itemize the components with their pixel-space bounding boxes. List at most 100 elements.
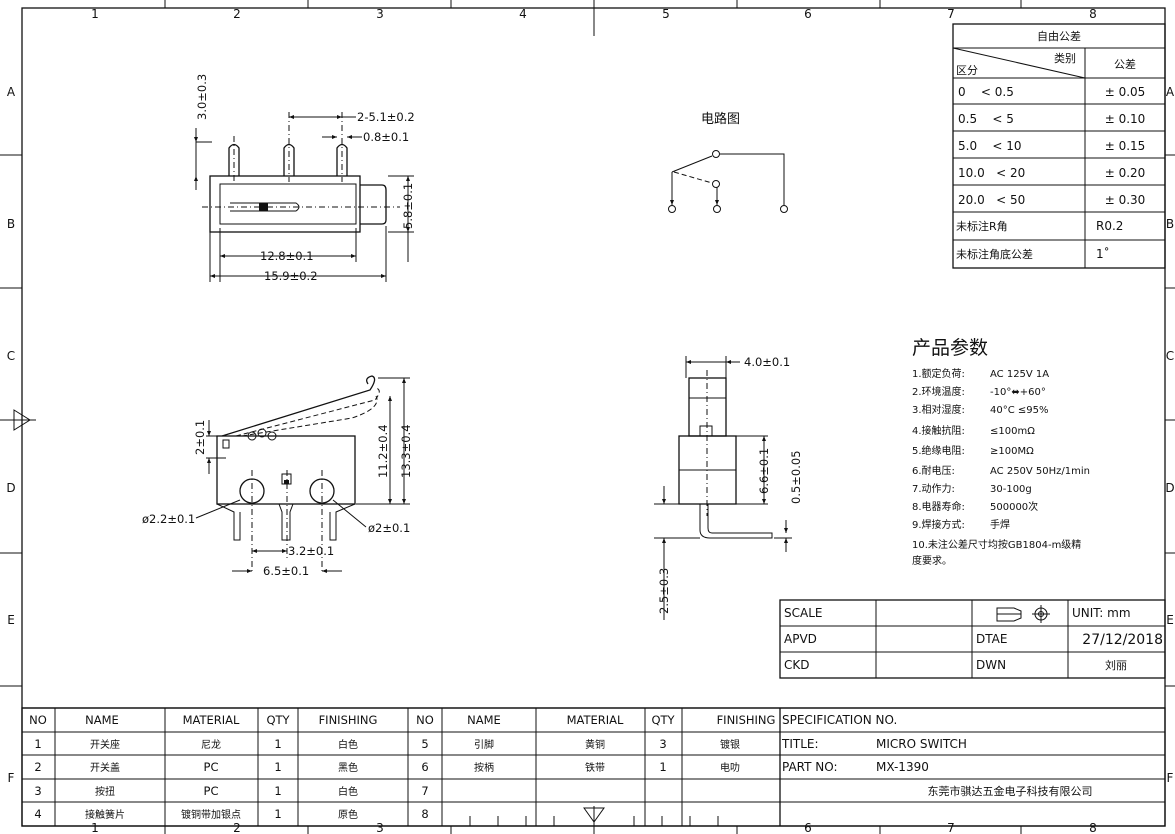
tolerance-range: 0.5 < 5 (958, 112, 1014, 126)
dim-label: 2.5±0.3 (657, 568, 671, 614)
param-value: AC 125V 1A (990, 369, 1049, 380)
bom-cell: 电叻 (720, 761, 740, 774)
tolerance-value: ± 0.30 (1105, 193, 1146, 207)
param-note: 度要求。 (912, 554, 952, 567)
tolerance-value: ± 0.20 (1105, 166, 1146, 180)
dim-label: 11.2±0.4 (376, 424, 390, 478)
col-label: 2 (233, 821, 241, 834)
col-label: 7 (947, 7, 955, 21)
tolerance-range: 20.0 < 50 (958, 193, 1025, 207)
param-label: 3.相对湿度: (912, 403, 965, 416)
dim-label: 4.0±0.1 (744, 355, 790, 369)
param-label: 6.耐电压: (912, 464, 955, 477)
param-value: AC 250V 50Hz/1min (990, 466, 1090, 477)
bom-text: NO NAME MATERIAL QTY FINISHING NO NAME M… (29, 713, 775, 821)
bom-header: MATERIAL (567, 713, 624, 727)
row-label: B (7, 217, 15, 231)
row-label: A (1166, 85, 1175, 99)
bom-cell: 镀铜带加银点 (181, 808, 241, 821)
bom-cell: PC (204, 760, 219, 774)
dtae-label: DTAE (976, 632, 1007, 646)
bom-cell: 3 (659, 737, 666, 751)
param-label: 7.动作力: (912, 482, 955, 495)
bom-cell: 5 (421, 737, 428, 751)
bom-header: QTY (266, 713, 290, 727)
col-label: 8 (1089, 7, 1097, 21)
title-label: TITLE: (781, 737, 819, 751)
col-label: 5 (662, 7, 670, 21)
param-value: ≥100MΩ (990, 446, 1034, 457)
side-view-drawing (195, 375, 410, 574)
date-value: 27/12/2018 (1082, 632, 1163, 648)
company-name: 东莞市骐达五金电子科技有限公司 (928, 784, 1093, 798)
params-title: 产品参数 (912, 337, 988, 359)
bom-header: NAME (467, 713, 501, 727)
param-value: 30-100g (990, 484, 1032, 495)
row-label: E (1166, 613, 1174, 627)
end-view-drawing (654, 356, 792, 620)
param-note: 10.未注公差尺寸均按GB1804-m级精 (912, 538, 1081, 551)
bom-header: QTY (651, 713, 675, 727)
unit-label: UNIT: mm (1072, 606, 1131, 620)
bom-cell: 1 (274, 737, 281, 751)
tolerance-value: ± 0.10 (1105, 112, 1146, 126)
ckd-label: CKD (784, 658, 810, 672)
bom-cell: 尼龙 (201, 738, 221, 751)
row-label: A (7, 85, 16, 99)
apvd-label: APVD (784, 632, 817, 646)
dim-label: 13.3±0.4 (399, 424, 413, 478)
angle-value: 1˚ (1096, 246, 1110, 261)
title-block (779, 599, 1166, 679)
radius-value: R0.2 (1096, 219, 1123, 233)
param-label: 1.额定负荷: (912, 367, 965, 380)
dim-label: ø2.2±0.1 (142, 512, 195, 526)
bom-cell: 按扭 (95, 785, 115, 798)
param-label: 9.焊接方式: (912, 518, 965, 531)
bom-header: NAME (85, 713, 119, 727)
bom-header: FINISHING (717, 713, 776, 727)
title-value: MICRO SWITCH (876, 737, 967, 751)
col-label: 6 (804, 7, 812, 21)
col-label: 7 (947, 821, 955, 834)
tolerance-header-tol: 公差 (1114, 57, 1136, 71)
bom-cell: 黑色 (338, 761, 358, 774)
param-label: 2.环境温度: (912, 385, 965, 398)
bom-cell: 白色 (338, 785, 358, 798)
col-label: 8 (1089, 821, 1097, 834)
dim-label: 5.8±0.1 (401, 183, 415, 229)
bom-grid (21, 707, 1166, 827)
circuit-diagram (668, 150, 788, 213)
dim-label: 6.5±0.1 (263, 564, 309, 578)
bom-header: NO (29, 713, 47, 727)
col-label: 6 (804, 821, 812, 834)
row-label: E (7, 613, 15, 627)
col-label: 3 (376, 821, 384, 834)
tolerance-range: 5.0 < 10 (958, 139, 1021, 153)
bom-cell: 1 (34, 737, 41, 751)
row-label: F (1167, 771, 1174, 785)
bom-cell: 铁带 (585, 761, 605, 774)
col-label: 1 (91, 821, 99, 834)
dim-label: 15.9±0.2 (264, 269, 318, 283)
projection-symbol-icon (996, 607, 1022, 622)
tolerance-value: ± 0.05 (1105, 85, 1146, 99)
dim-label: ø2±0.1 (368, 521, 410, 535)
product-params: 产品参数 1.额定负荷: AC 125V 1A 2.环境温度: -10°⬌+60… (912, 337, 1090, 567)
bom-header: MATERIAL (183, 713, 240, 727)
col-label: 3 (376, 7, 384, 21)
dim-label: 2-5.1±0.2 (357, 110, 415, 124)
bom-cell: PC (204, 784, 219, 798)
part-value: MX-1390 (876, 760, 929, 774)
scale-label: SCALE (784, 606, 822, 620)
param-label: 8.电器寿命: (912, 500, 965, 513)
radius-label: 未标注R角 (956, 219, 1008, 233)
dim-label: 0.5±0.05 (789, 450, 803, 504)
param-label: 5.绝缘电阻: (912, 444, 965, 457)
row-label: C (7, 349, 15, 363)
bom-cell: 7 (421, 784, 428, 798)
bom-cell: 白色 (338, 738, 358, 751)
bom-cell: 开关盖 (90, 761, 120, 774)
param-value: 500000次 (990, 500, 1038, 513)
side-view-dims: 2±0.1 11.2±0.4 13.3±0.4 ø2.2±0.1 ø2±0.1 … (142, 420, 413, 578)
